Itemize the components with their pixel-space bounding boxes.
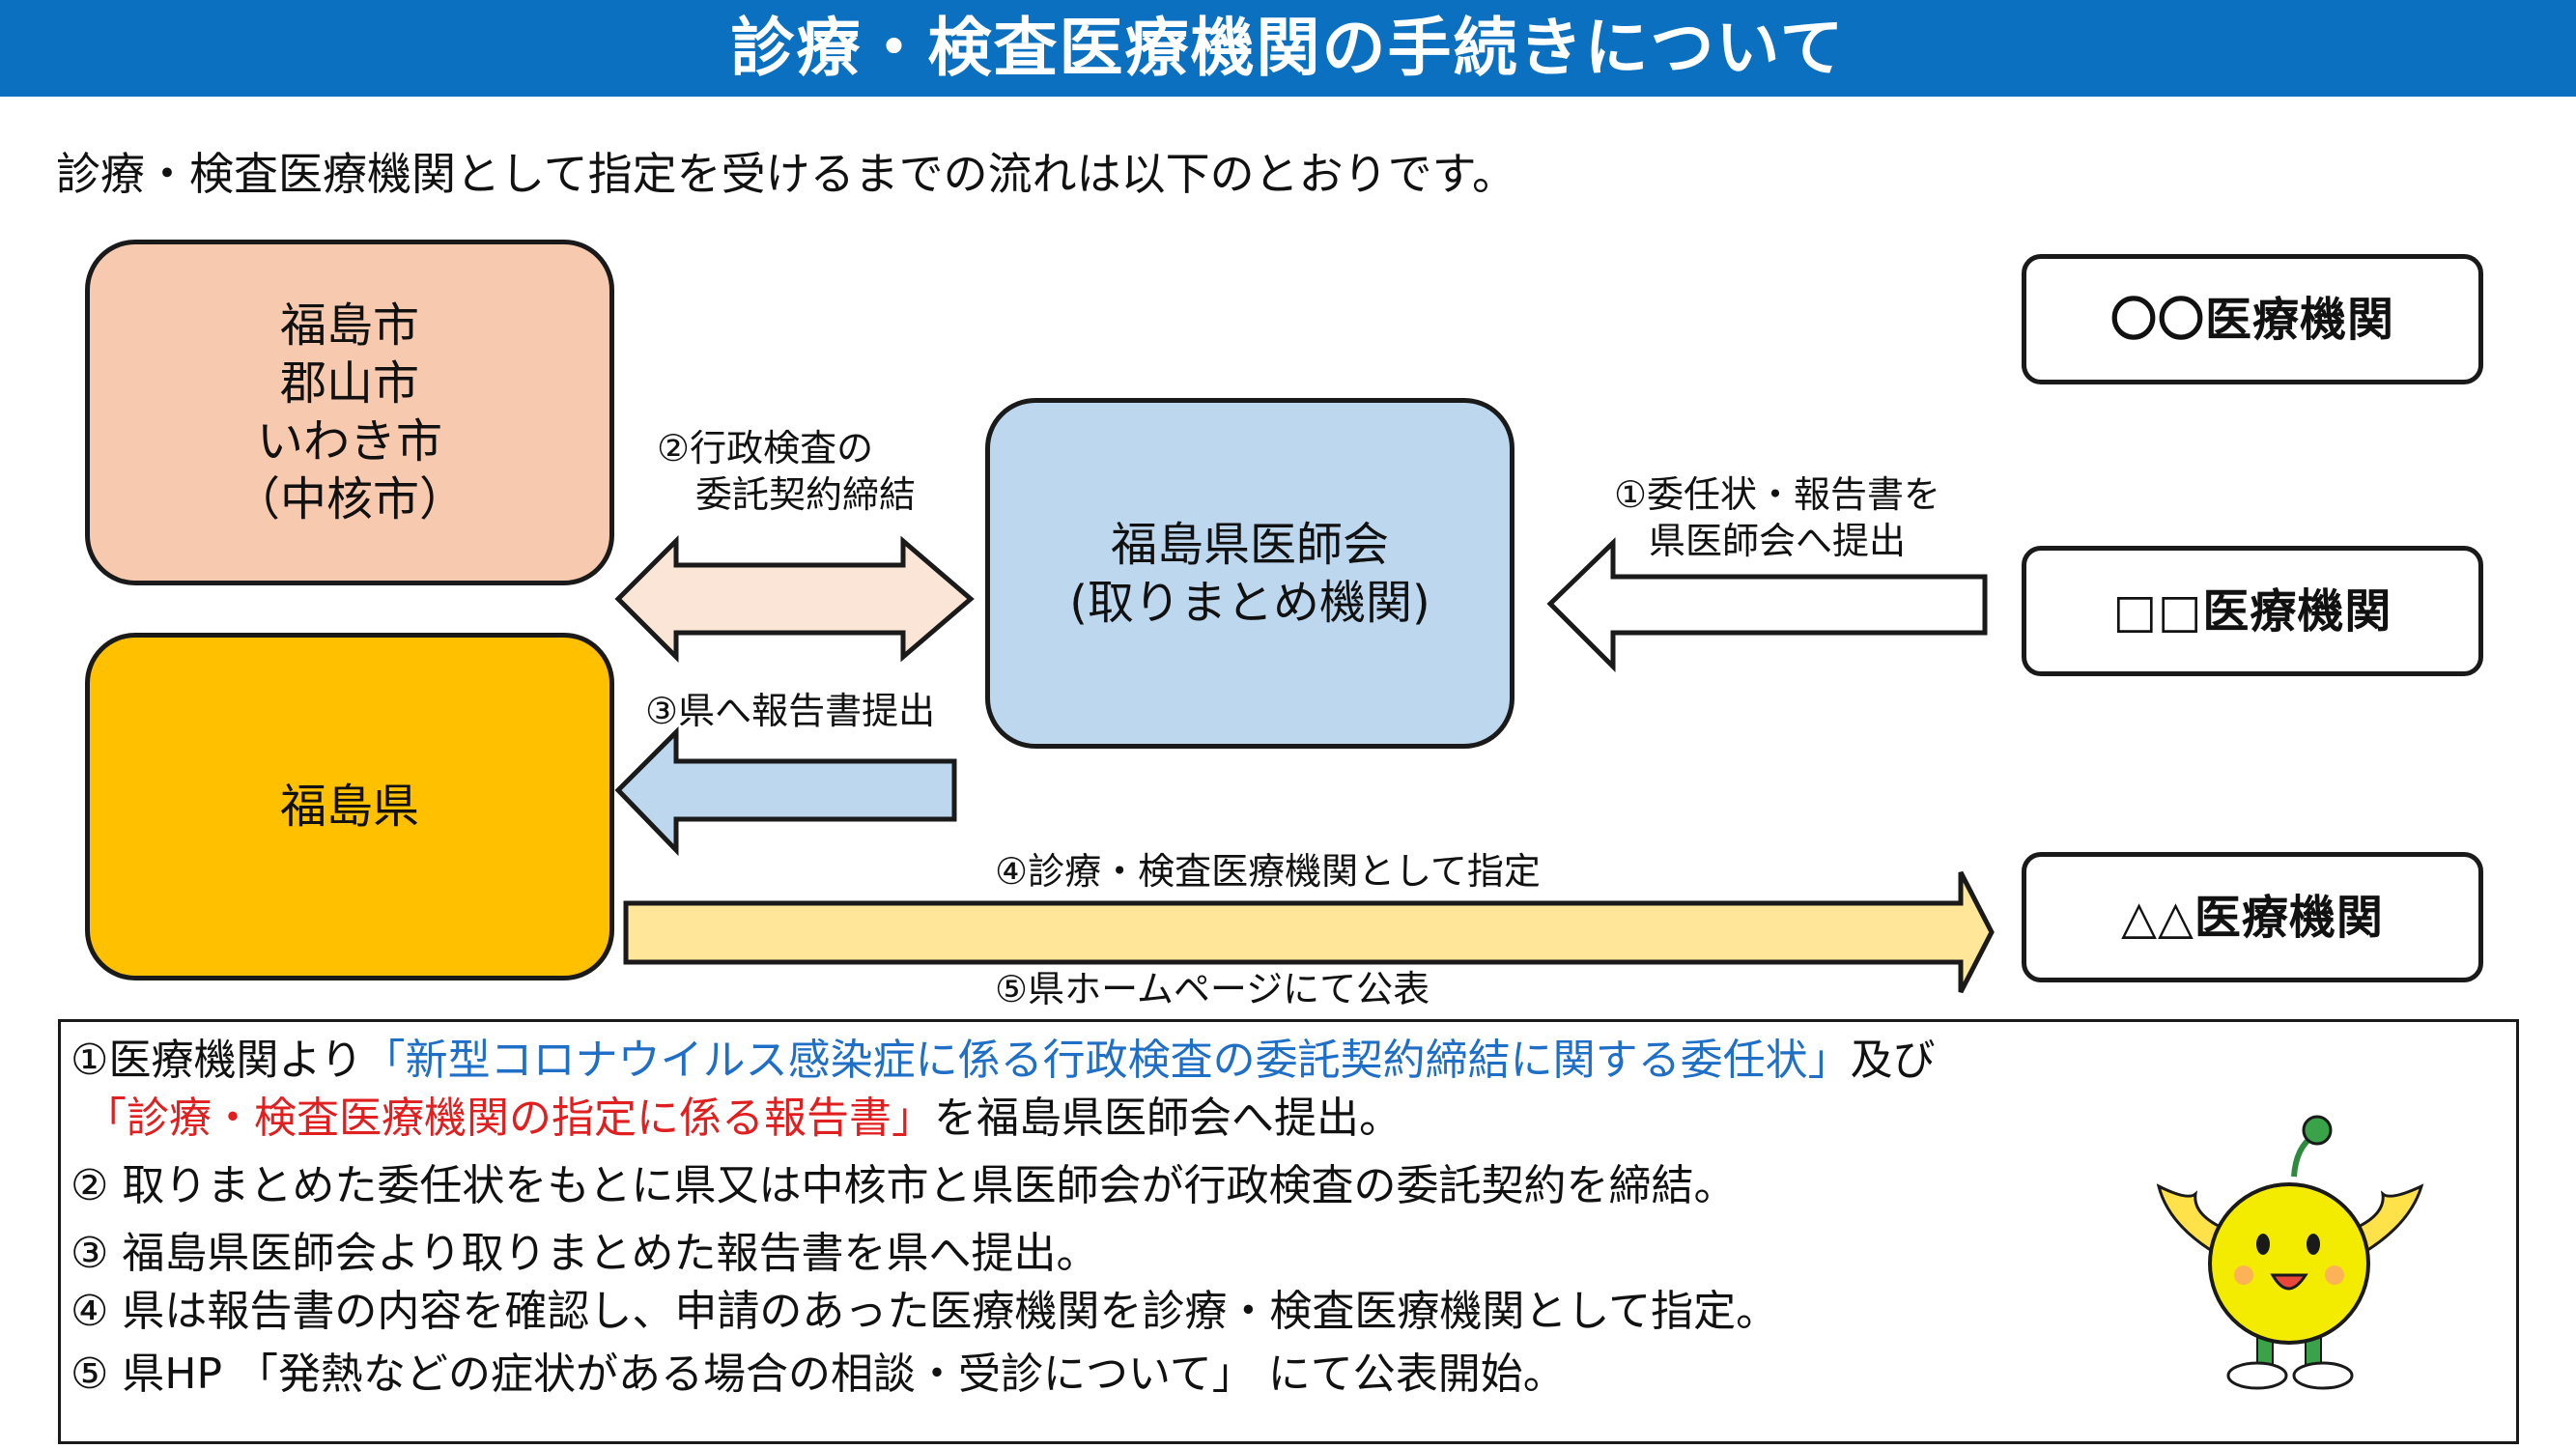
institution-name: □□医療機関 [2112, 583, 2392, 639]
institution-box: △△医療機関 [2022, 852, 2483, 982]
institution-box: 〇〇医療機関 [2022, 254, 2483, 384]
prefecture-label: 福島県 [279, 780, 419, 834]
note1-suffix: 及び [1850, 1036, 1936, 1085]
note-line-1: ①医療機関より「新型コロナウイルス感染症に係る行政検査の委託契約締結に関する委任… [71, 1032, 1936, 1090]
note2-suffix: を福島県医師会へ提出。 [934, 1094, 1401, 1143]
institution-name: △△医療機関 [2121, 890, 2384, 945]
city-label: いわき市 [256, 414, 442, 469]
prefecture-box: 福島県 [85, 633, 614, 980]
notes-box: ①医療機関より「新型コロナウイルス感染症に係る行政検査の委託契約締結に関する委任… [58, 1019, 2519, 1444]
institution-box: □□医療機関 [2022, 546, 2483, 676]
city-label: （中核市） [233, 472, 466, 526]
arrow-submit-to-association [1546, 537, 1988, 673]
association-role: (取りまとめ機関) [1069, 575, 1430, 630]
note-line-4: ③ 福島県医師会より取りまとめた報告書を県へ提出。 [71, 1229, 1099, 1278]
city-label: 郡山市 [279, 356, 419, 411]
arrow-report-to-prefecture [614, 725, 957, 857]
note1-document-title: 「新型コロナウイルス感染症に係る行政検査の委託契約締結に関する委任状」 [362, 1036, 1851, 1085]
note1-prefix: ①医療機関より [71, 1036, 363, 1085]
step2-label-line: 委託契約締結 [695, 473, 917, 516]
step4-label: ④診療・検査医療機関として指定 [995, 850, 1541, 893]
step2-label-line: ②行政検査の [657, 427, 874, 469]
double-arrow-contract [614, 534, 975, 664]
note-line-3: ② 取りまとめた委任状をもとに県又は中核市と県医師会が行政検査の委託契約を締結。 [71, 1161, 1737, 1210]
institution-name: 〇〇医療機関 [2109, 292, 2394, 347]
note-line-6: ⑤ 県HP 「発熱などの症状がある場合の相談・受診について」 にて公表開始。 [71, 1350, 1566, 1399]
step3-label: ③県へ報告書提出 [645, 690, 936, 732]
core-cities-box: 福島市 郡山市 いわき市 （中核市） [85, 240, 614, 585]
step1-label-line: 県医師会へ提出 [1648, 520, 1906, 562]
association-name: 福島県医師会 [1110, 517, 1389, 572]
medical-association-box: 福島県医師会 (取りまとめ機関) [985, 398, 1514, 749]
page-title: 診療・検査医療機関の手続きについて [0, 0, 2576, 97]
city-label: 福島市 [279, 298, 419, 353]
note-line-2: 「診療・検査医療機関の指定に係る報告書」を福島県医師会へ提出。 [84, 1090, 1401, 1148]
step2-label: ②行政検査の 委託契約締結 [657, 425, 916, 518]
note2-report-title: 「診療・検査医療機関の指定に係る報告書」 [84, 1094, 934, 1143]
step1-label-line: ①委任状・報告書を [1613, 473, 1941, 516]
step1-label: ①委任状・報告書を 県医師会へ提出 [1599, 471, 1956, 564]
arrow-designation [623, 870, 1995, 994]
intro-text: 診療・検査医療機関として指定を受けるまでの流れは以下のとおりです。 [56, 148, 1517, 200]
step5-label: ⑤県ホームページにて公表 [995, 968, 1430, 1010]
note-line-5: ④ 県は報告書の内容を確認し、申請のあった医療機関を診療・検査医療機関として指定… [71, 1287, 1779, 1336]
mascot-illustration [2156, 1115, 2424, 1390]
